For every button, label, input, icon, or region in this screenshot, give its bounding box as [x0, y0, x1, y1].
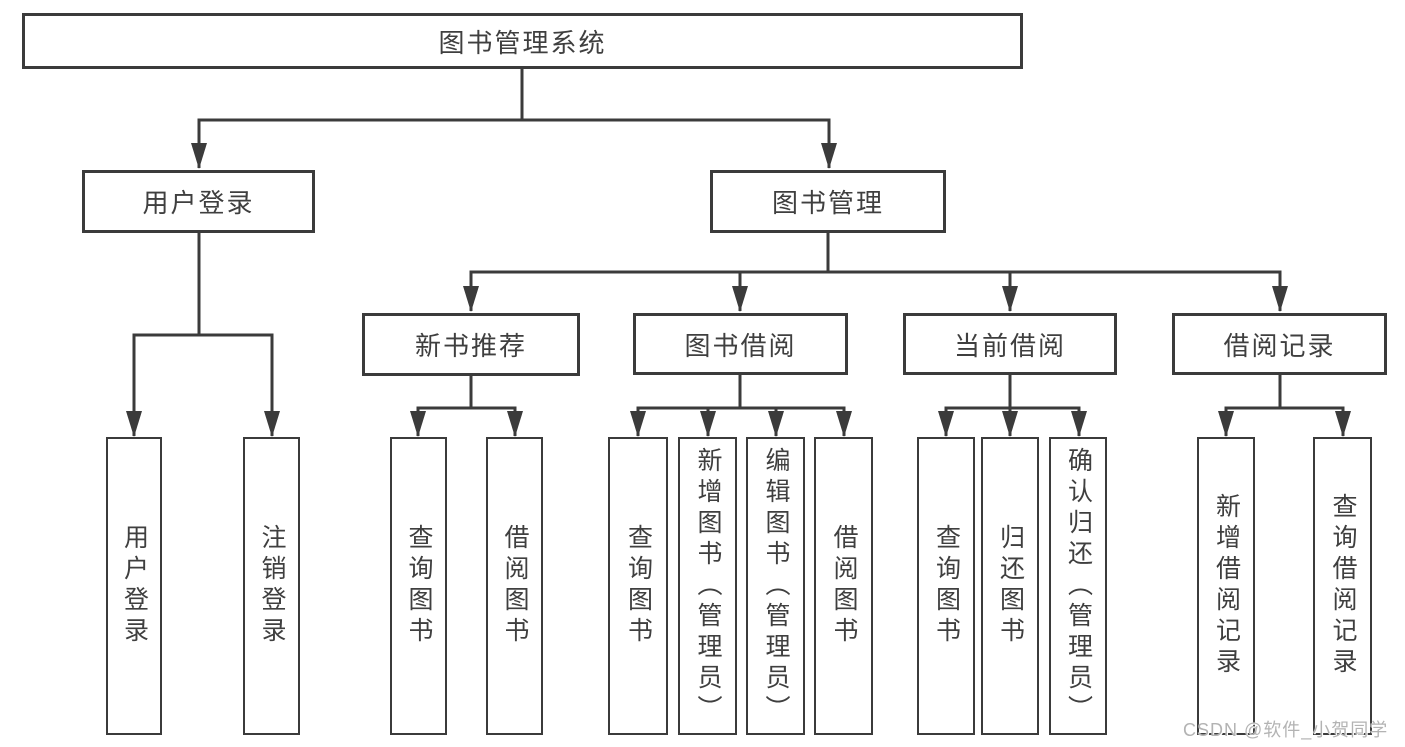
connector-user-login: [126, 233, 280, 437]
node-borrow-records: 借阅记录: [1172, 313, 1387, 375]
leaf-borrow-edit-books-admin: 编辑图书（管理员）: [746, 437, 805, 735]
node-root-system: 图书管理系统: [22, 13, 1023, 69]
connector-borrow-records: [1218, 374, 1351, 437]
node-book-management: 图书管理: [710, 170, 946, 233]
connector-book-management: [463, 233, 1288, 312]
leaf-records-query-record: 查询借阅记录: [1313, 437, 1372, 735]
leaf-user-login: 用户登录: [106, 437, 162, 735]
leaf-records-add-record: 新增借阅记录: [1197, 437, 1255, 735]
leaf-borrow-query-books: 查询图书: [608, 437, 668, 735]
node-current-borrow: 当前借阅: [903, 313, 1117, 375]
connector-root: [191, 69, 837, 169]
csdn-watermark: CSDN @软件_小贺同学: [1183, 720, 1389, 740]
connector-book-borrow: [630, 374, 852, 437]
connector-new-book-rec: [410, 376, 523, 437]
leaf-rec-borrow-books: 借阅图书: [486, 437, 543, 735]
node-user-login: 用户登录: [82, 170, 315, 233]
leaf-logout: 注销登录: [243, 437, 300, 735]
leaf-borrow-borrow-books: 借阅图书: [814, 437, 873, 735]
connector-current-borrow: [938, 374, 1087, 437]
leaf-rec-query-books: 查询图书: [390, 437, 447, 735]
leaf-current-confirm-return-admin: 确认归还（管理员）: [1049, 437, 1107, 735]
leaf-current-return-books: 归还图书: [981, 437, 1039, 735]
node-new-book-recommend: 新书推荐: [362, 313, 580, 376]
leaf-current-query-books: 查询图书: [917, 437, 975, 735]
node-book-borrow: 图书借阅: [633, 313, 848, 375]
leaf-borrow-add-books-admin: 新增图书（管理员）: [678, 437, 737, 735]
